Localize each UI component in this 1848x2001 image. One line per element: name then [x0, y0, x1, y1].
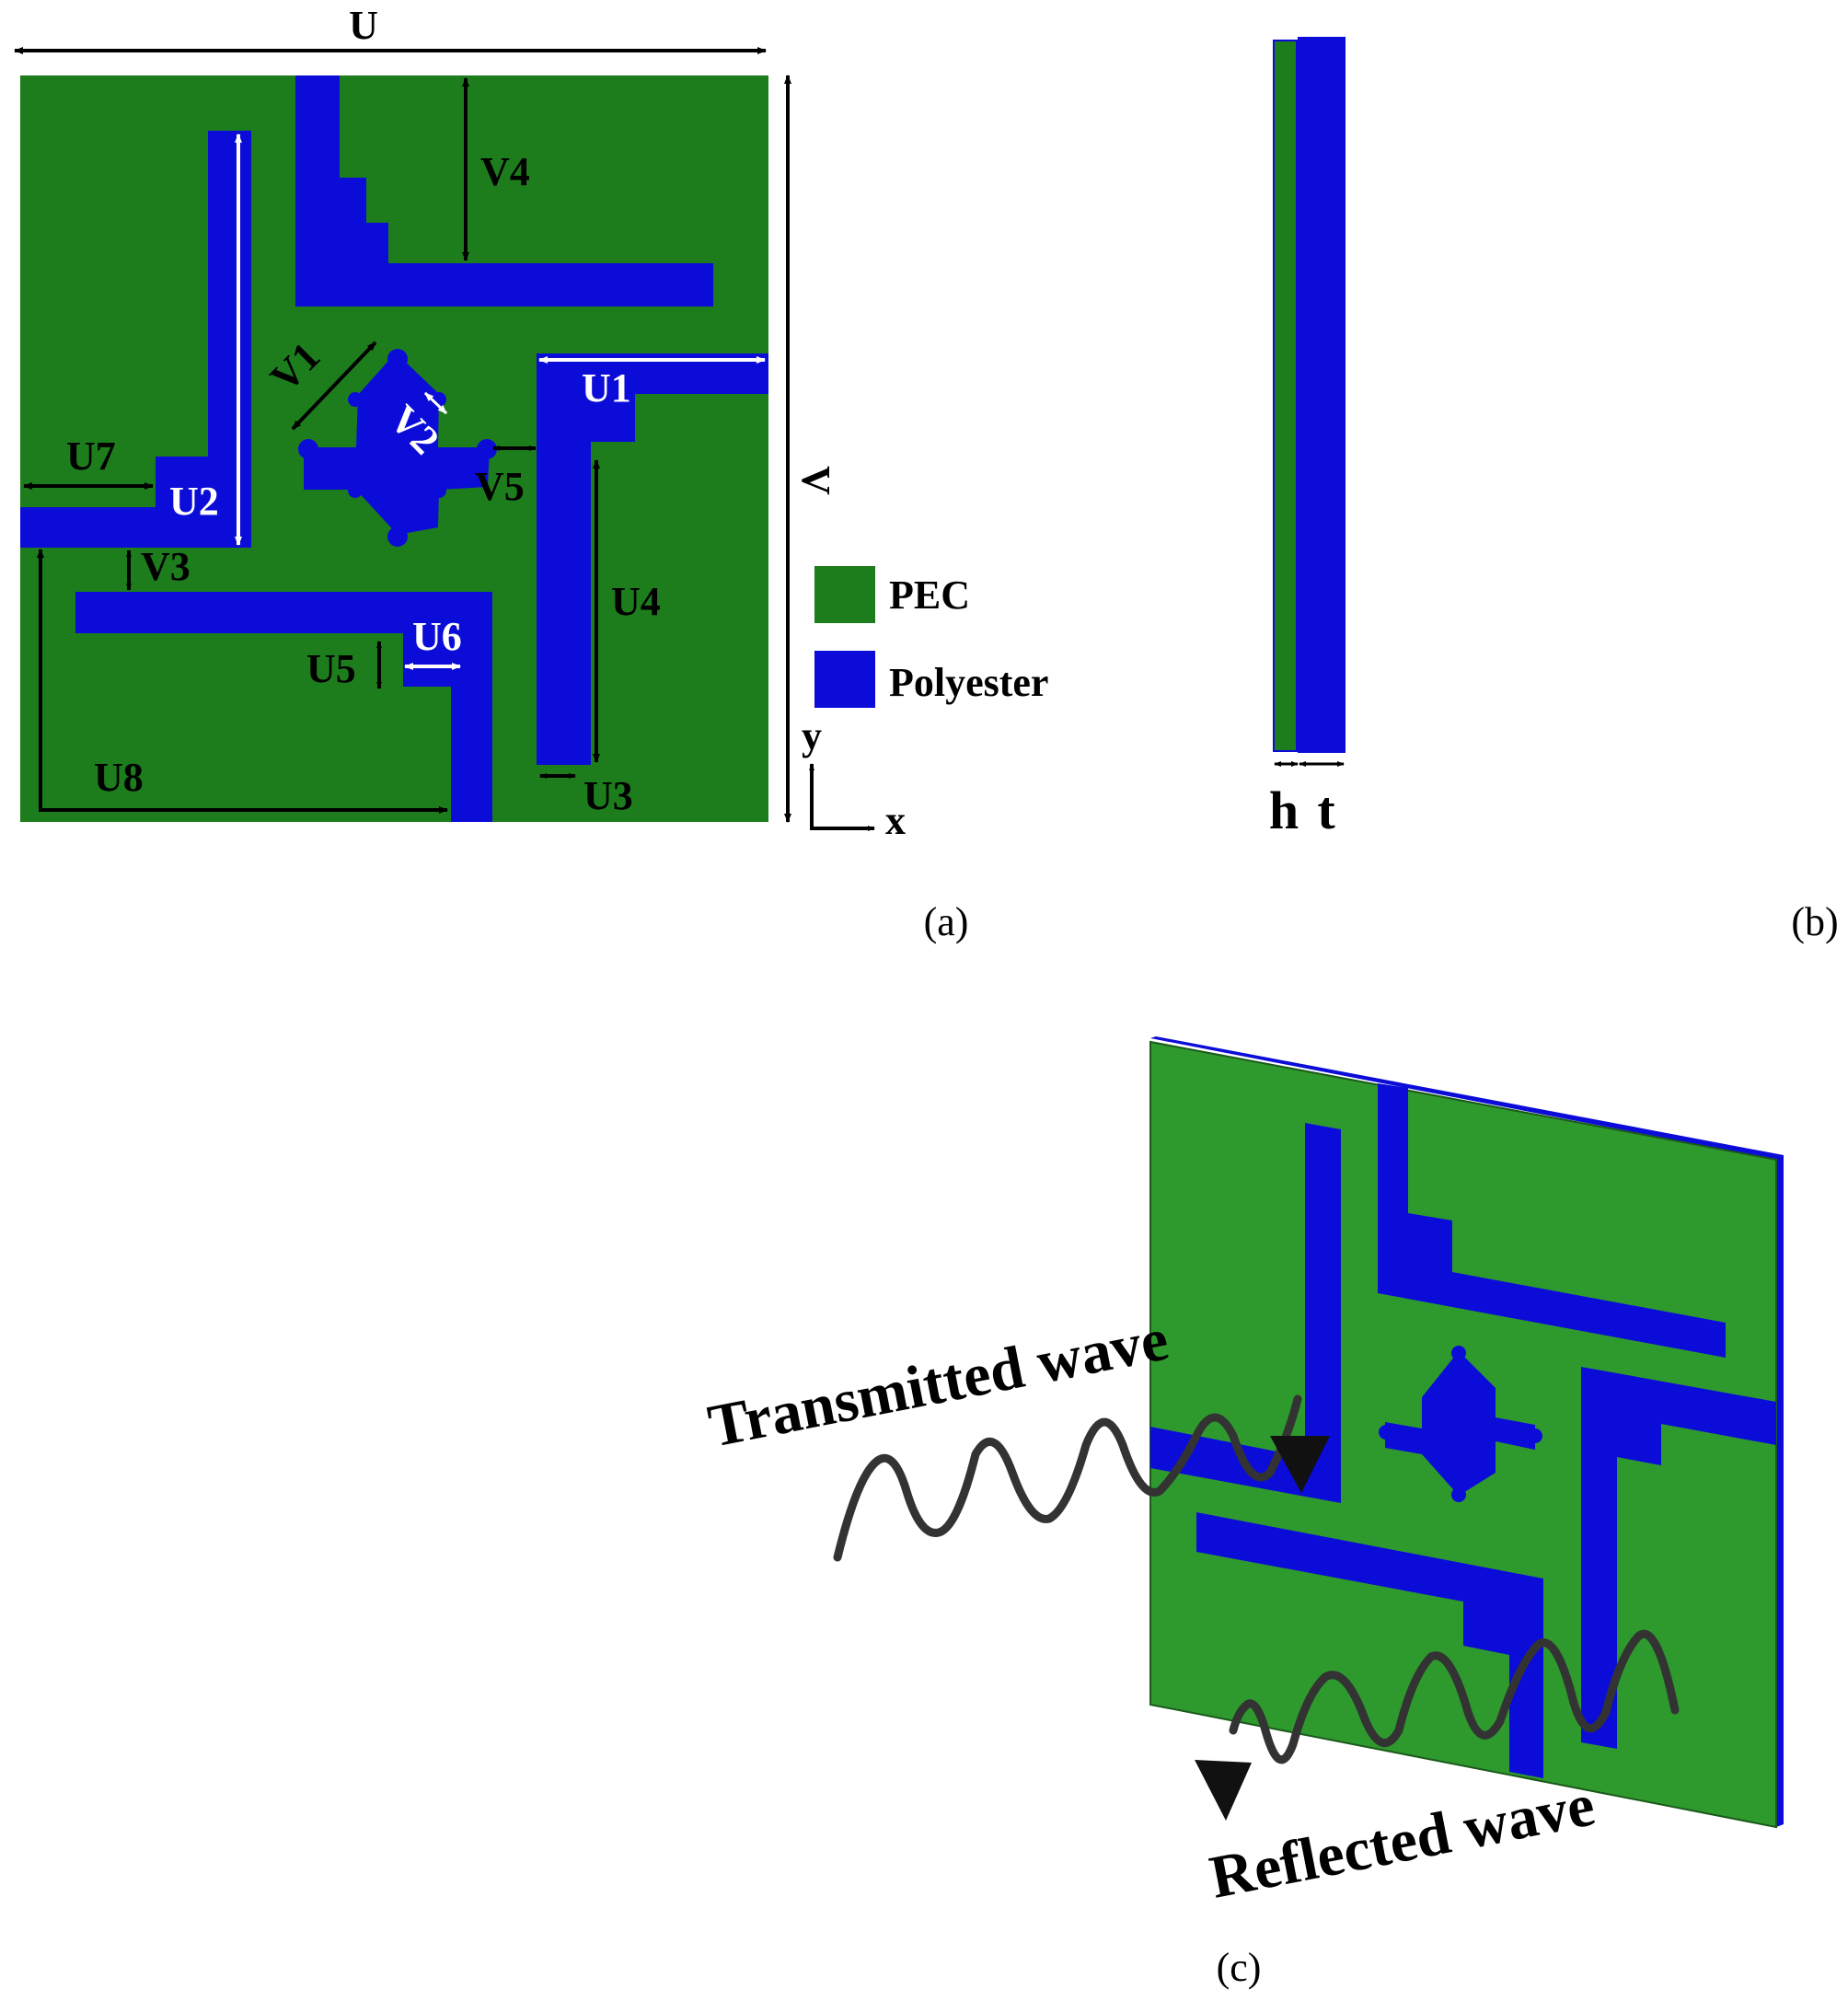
slot-3d-top [1378, 1083, 1726, 1358]
slot-3d-bottom [1196, 1512, 1543, 1778]
dim-U-label: U [349, 3, 378, 48]
dim-V-label: V [793, 466, 838, 495]
legend-polyester-swatch [814, 651, 875, 708]
dim-U3-label: U3 [583, 773, 633, 818]
reflected-label: Reflected wave [1205, 1771, 1600, 1911]
axis-x-label: x [885, 798, 906, 843]
diamond-stub-ul [348, 392, 363, 407]
dim-V1-arrow [291, 341, 377, 431]
diamond-stub-right [477, 439, 497, 459]
panel-c: Transmitted wave Reflected wave (c) [703, 1036, 1784, 1990]
caption-a: (a) [924, 899, 969, 944]
board-slots [1150, 1083, 1776, 1778]
diamond-3d-stub-right [1528, 1428, 1542, 1443]
axes-indicator: y x [802, 713, 906, 843]
dim-U7-label: U7 [66, 434, 116, 479]
side-pec-layer [1273, 40, 1298, 752]
dim-U2-label: U2 [169, 479, 219, 524]
dim-U1-label: U1 [582, 365, 631, 411]
slot-right [537, 353, 768, 765]
diamond-3d-stub-left [1379, 1425, 1393, 1440]
diamond-stub-left [298, 439, 318, 459]
slot-top [295, 75, 713, 307]
center-diamond-3d [1385, 1351, 1535, 1496]
slot-left [20, 131, 251, 548]
legend-pec-label: PEC [889, 573, 970, 618]
caption-c: (c) [1217, 1945, 1262, 1990]
side-polyester-layer [1298, 37, 1346, 753]
transmitted-wave [833, 1394, 1302, 1562]
legend-polyester-label: Polyester [889, 660, 1048, 705]
caption-b: (b) [1791, 899, 1838, 944]
polyester-slots [20, 75, 768, 822]
transmitted-arrowhead [1270, 1436, 1330, 1493]
panel-b: h t (b) [1269, 37, 1839, 944]
diamond-3d-stub-bottom [1451, 1487, 1466, 1502]
diamond-stub-top [387, 349, 408, 369]
reflected-wave [1229, 1629, 1680, 1764]
reflected-arrowhead [1195, 1760, 1252, 1821]
diamond-stub-ll [348, 483, 363, 498]
dim-V2-arrow [423, 391, 448, 415]
dim-t-label: t [1317, 781, 1335, 840]
dim-U4-label: U4 [611, 579, 661, 624]
dim-h-label: h [1269, 781, 1299, 840]
dim-U8-arrow [37, 549, 448, 814]
diamond-stub-lr [432, 483, 446, 498]
dim-U6-label: U6 [412, 614, 462, 659]
panel-a: U [14, 3, 1048, 944]
axis-y-label: y [802, 713, 822, 758]
transmitted-label: Transmitted wave [703, 1305, 1173, 1460]
dim-U5-label: U5 [306, 646, 356, 691]
dim-U8-label: U8 [94, 755, 144, 800]
dim-V4-label: V4 [480, 149, 530, 194]
diamond-stub-bottom [387, 526, 408, 547]
dim-V5-label: V5 [475, 464, 525, 509]
diamond-3d-stub-top [1451, 1346, 1466, 1360]
slot-3d-right [1581, 1367, 1776, 1749]
legend: PEC Polyester [814, 566, 1048, 708]
legend-pec-swatch [814, 566, 875, 623]
dim-V3-label: V3 [141, 544, 191, 589]
slot-3d-left [1150, 1123, 1341, 1503]
